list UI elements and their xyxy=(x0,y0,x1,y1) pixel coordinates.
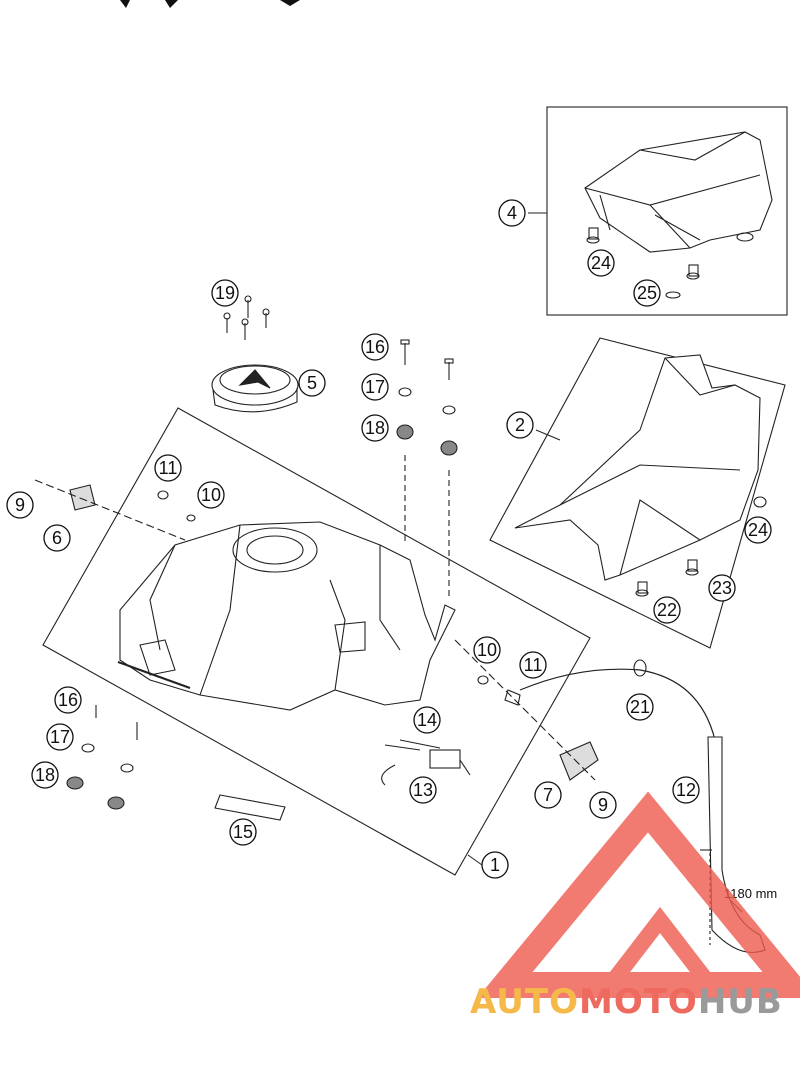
callout-c18a: 18 xyxy=(361,414,389,442)
callout-c9a: 9 xyxy=(6,491,34,519)
callout-label: 17 xyxy=(365,377,385,397)
seat-frame xyxy=(489,337,786,649)
callout-label: 25 xyxy=(637,283,657,303)
hose-length-label: 1180 mm xyxy=(724,886,777,901)
callout-label: 24 xyxy=(748,520,768,540)
callout-c12: 12 xyxy=(672,776,700,804)
callout-c7: 7 xyxy=(534,781,562,809)
callout-label: 14 xyxy=(417,710,437,730)
callout-c10a: 10 xyxy=(197,481,225,509)
trim-strip xyxy=(214,794,286,821)
callout-label: 4 xyxy=(507,203,517,223)
callout-label: 16 xyxy=(58,690,78,710)
callout-label: 11 xyxy=(159,458,178,478)
callout-label: 18 xyxy=(365,418,385,438)
callout-c15: 15 xyxy=(229,818,257,846)
callout-c11a: 11 xyxy=(154,454,182,482)
callout-label: 7 xyxy=(543,785,553,805)
callout-label: 13 xyxy=(413,780,433,800)
callout-label: 18 xyxy=(35,765,55,785)
callout-c5: 5 xyxy=(298,369,326,397)
rear-seat-fasteners xyxy=(586,227,754,299)
filler-cap xyxy=(211,364,299,413)
header-fragment xyxy=(120,0,300,8)
callout-c2: 2 xyxy=(506,411,534,439)
callout-c24b: 24 xyxy=(744,516,772,544)
callout-layer: 1245679910101111121314151616171718181921… xyxy=(6,199,772,879)
hose-fittings xyxy=(157,490,521,706)
fuel-pump-wiring xyxy=(381,739,471,786)
seat-fasteners xyxy=(635,496,767,597)
callout-label: 15 xyxy=(233,822,253,842)
callout-label: 19 xyxy=(215,283,235,303)
bracket-left xyxy=(69,484,96,511)
cap-screws xyxy=(223,295,270,340)
bracket-right xyxy=(559,741,599,781)
callout-c11b: 11 xyxy=(519,651,547,679)
mount-stack-left xyxy=(66,705,138,810)
rider-seat xyxy=(514,354,761,581)
callout-c22: 22 xyxy=(653,596,681,624)
callout-c16a: 16 xyxy=(361,333,389,361)
rear-seat-frame xyxy=(546,106,788,316)
rear-seat-cowl xyxy=(584,131,773,253)
callout-label: 11 xyxy=(524,655,543,675)
callout-c6: 6 xyxy=(43,524,71,552)
callout-c10b: 10 xyxy=(473,636,501,664)
callout-label: 10 xyxy=(477,640,497,660)
callout-c4: 4 xyxy=(498,199,526,227)
callout-c25: 25 xyxy=(633,279,661,307)
callout-label: 21 xyxy=(630,697,650,717)
tank-frame xyxy=(42,407,591,876)
callout-label: 2 xyxy=(515,415,525,435)
callout-label: 6 xyxy=(52,528,62,548)
callout-c17a: 17 xyxy=(361,373,389,401)
callout-label: 22 xyxy=(657,600,677,620)
callout-label: 9 xyxy=(598,795,608,815)
mount-stack-center xyxy=(396,339,458,600)
callout-label: 10 xyxy=(201,485,221,505)
callout-label: 1 xyxy=(490,855,500,875)
callout-label: 23 xyxy=(712,578,732,598)
callout-c1: 1 xyxy=(481,851,509,879)
callout-label: 16 xyxy=(365,337,385,357)
callout-c14: 14 xyxy=(413,706,441,734)
callout-c19: 19 xyxy=(211,279,239,307)
watermark-text: AUTOMOTOHUB xyxy=(470,982,783,1022)
callout-c9b: 9 xyxy=(589,791,617,819)
callout-c16b: 16 xyxy=(54,686,82,714)
logo-inner-triangle-icon xyxy=(593,906,727,993)
callout-label: 9 xyxy=(15,495,25,515)
callout-c21: 21 xyxy=(626,693,654,721)
callout-label: 12 xyxy=(676,780,696,800)
callout-label: 17 xyxy=(50,727,70,747)
callout-c13: 13 xyxy=(409,776,437,804)
callout-label: 24 xyxy=(591,253,611,273)
callout-c18b: 18 xyxy=(31,761,59,789)
callout-label: 5 xyxy=(307,373,317,393)
callout-c23: 23 xyxy=(708,574,736,602)
callout-c24a: 24 xyxy=(587,249,615,277)
fuel-tank xyxy=(117,521,456,711)
callout-c17b: 17 xyxy=(46,723,74,751)
watermark-logo xyxy=(477,791,800,998)
